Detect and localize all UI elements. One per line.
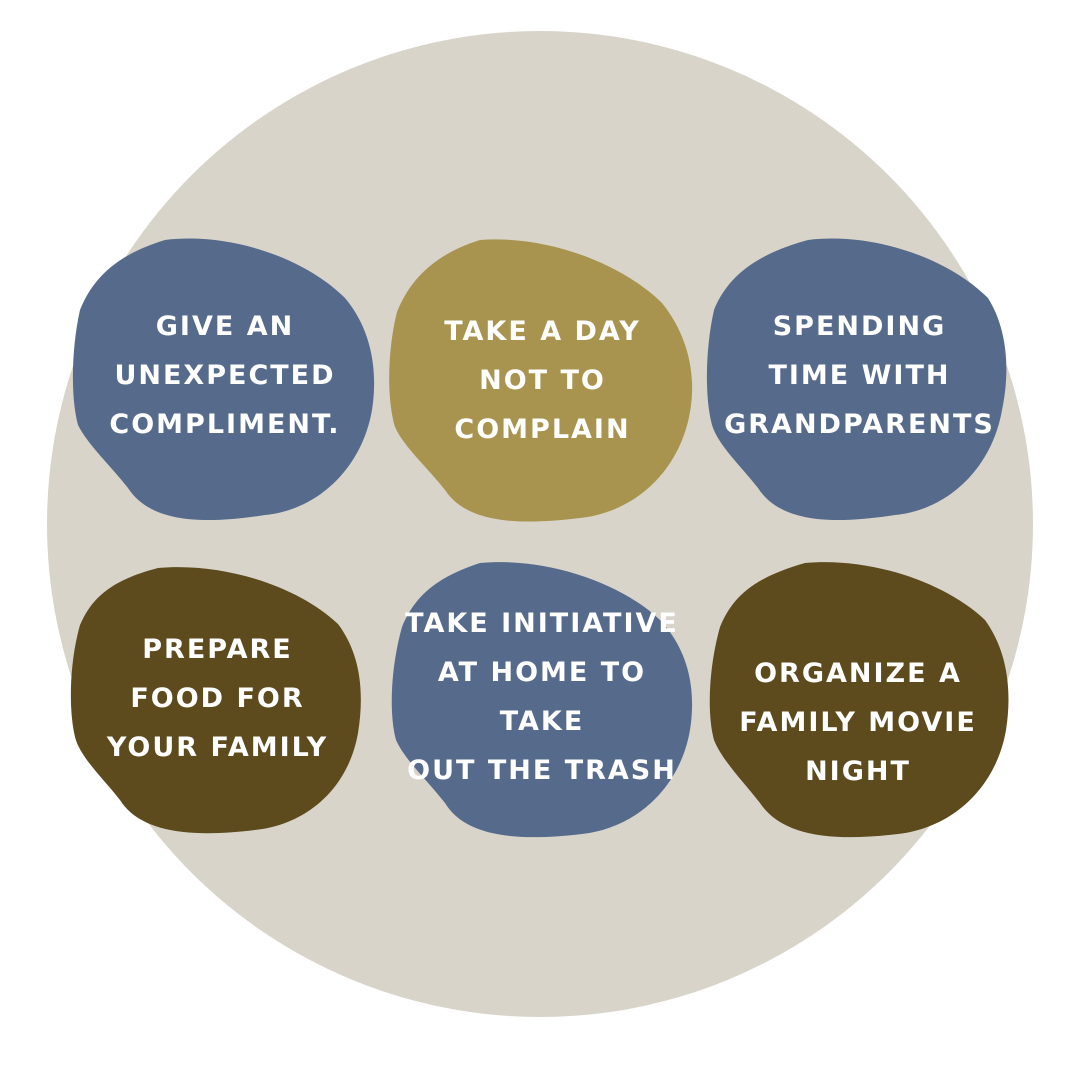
blob-compliment <box>72 238 375 521</box>
blob-grandparents <box>706 238 1007 521</box>
blob-movie-night <box>709 562 1009 838</box>
blob-take-out-trash <box>391 562 693 838</box>
idea-movie-night: ORGANIZE A FAMILY MOVIE NIGHT <box>739 657 977 787</box>
blob-no-complaining <box>389 239 693 522</box>
idea-give-compliment: GIVE AN UNEXPECTED COMPLIMENT. <box>109 310 341 440</box>
idea-take-out-trash: TAKE INITIATIVE AT HOME TO TAKE OUT THE … <box>405 608 679 786</box>
blob-prepare-food <box>70 567 361 834</box>
background-circle <box>47 31 1033 1017</box>
idea-no-complaining: TAKE A DAY NOT TO COMPLAIN <box>444 315 641 445</box>
idea-grandparents: SPENDING TIME WITH GRANDPARENTS <box>724 310 995 440</box>
idea-prepare-food: PREPARE FOOD FOR YOUR FAMILY <box>106 633 329 763</box>
